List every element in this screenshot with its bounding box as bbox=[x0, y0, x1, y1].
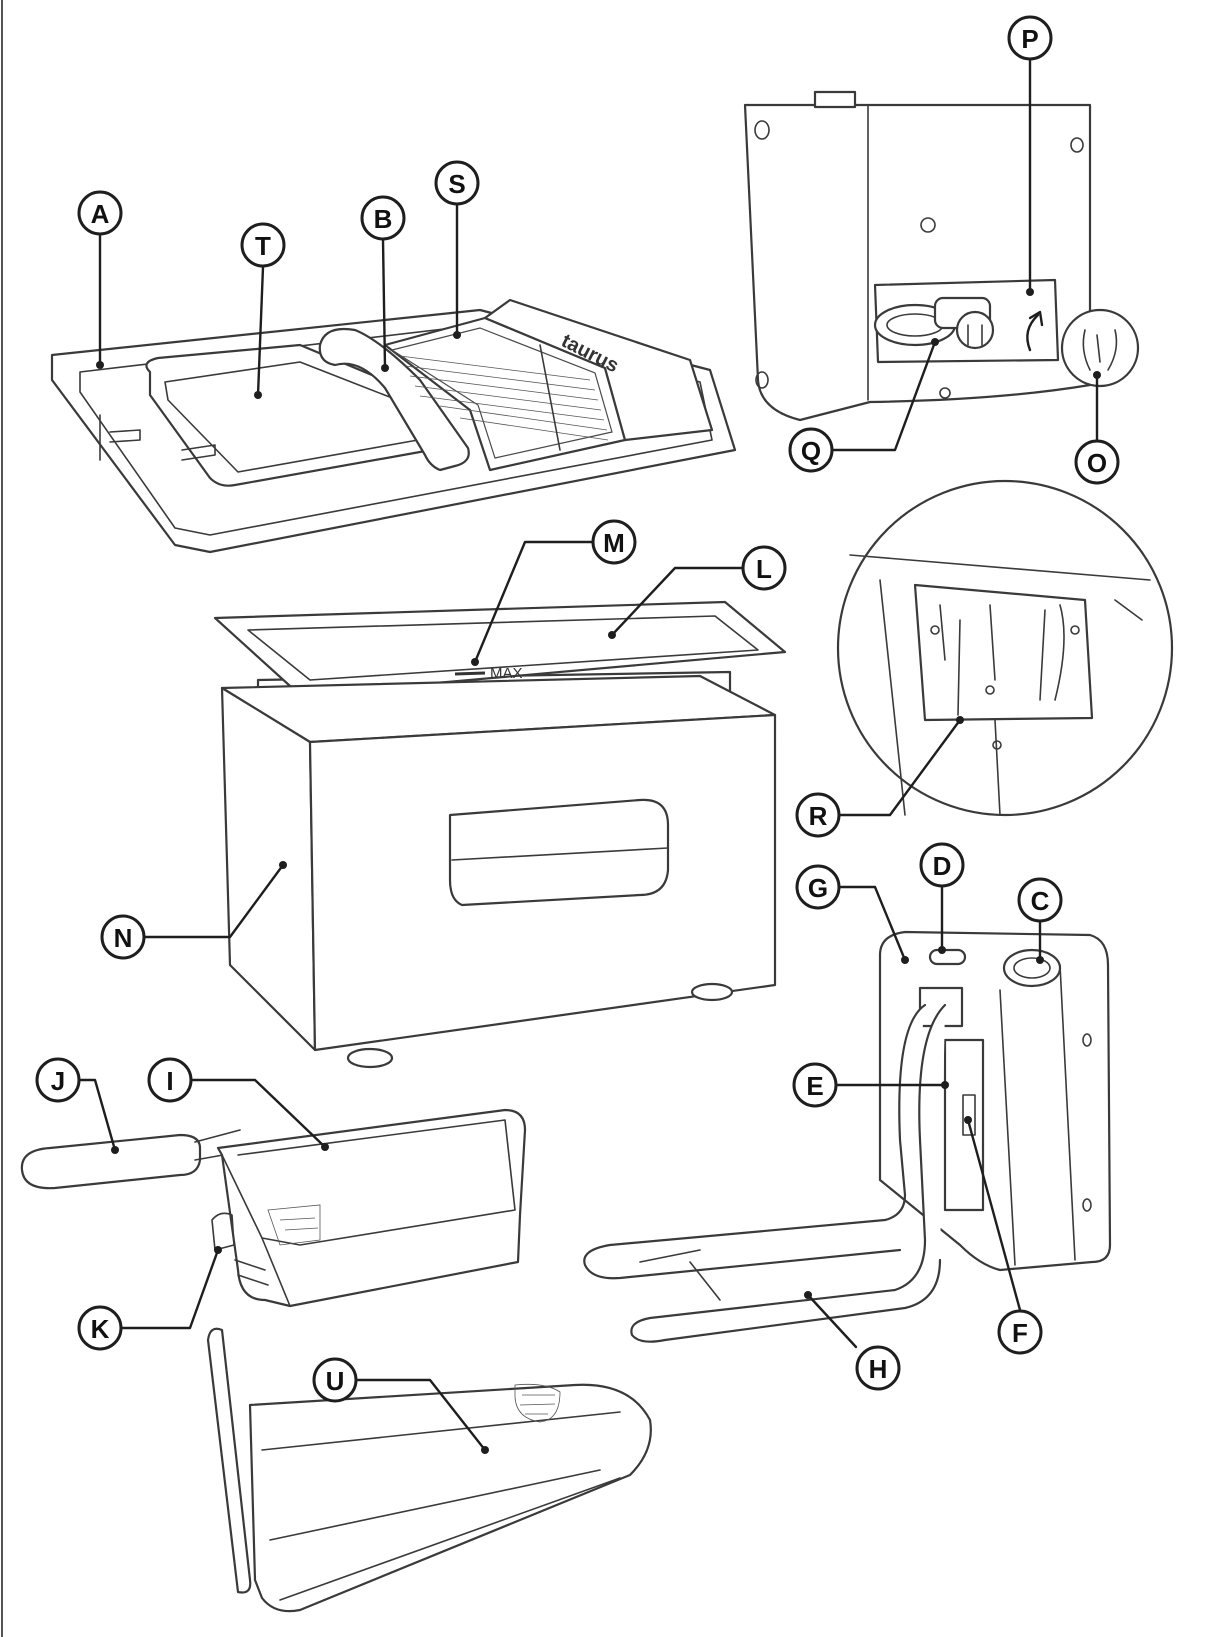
callout-k: K bbox=[77, 1305, 123, 1351]
svg-text:B: B bbox=[374, 204, 393, 234]
callout-n: N bbox=[100, 914, 146, 960]
callout-j: J bbox=[35, 1057, 81, 1103]
svg-text:M: M bbox=[603, 528, 625, 558]
svg-text:T: T bbox=[255, 231, 271, 261]
svg-text:A: A bbox=[91, 199, 110, 229]
callout-s: S bbox=[434, 160, 480, 206]
svg-text:F: F bbox=[1012, 1318, 1028, 1348]
callout-f: F bbox=[997, 1309, 1043, 1355]
svg-text:I: I bbox=[166, 1066, 173, 1096]
svg-text:L: L bbox=[756, 554, 772, 584]
max-mark-text: MAX bbox=[490, 665, 523, 682]
svg-text:U: U bbox=[326, 1366, 345, 1396]
callout-m: M bbox=[591, 519, 637, 565]
callout-t: T bbox=[240, 222, 286, 268]
callout-d: D bbox=[919, 842, 965, 888]
callout-g: G bbox=[795, 864, 841, 910]
svg-text:H: H bbox=[869, 1354, 888, 1384]
callout-i: I bbox=[147, 1057, 193, 1103]
svg-text:C: C bbox=[1031, 886, 1050, 916]
callout-c: C bbox=[1017, 877, 1063, 923]
leader-lines bbox=[78, 58, 1101, 1454]
callout-r: R bbox=[795, 792, 841, 838]
svg-text:O: O bbox=[1087, 448, 1107, 478]
callout-a: A bbox=[77, 190, 123, 236]
callout-q: Q bbox=[788, 427, 834, 473]
svg-text:G: G bbox=[808, 873, 828, 903]
svg-text:R: R bbox=[809, 801, 828, 831]
heating-element-illustration bbox=[583, 930, 1112, 1343]
svg-text:K: K bbox=[91, 1314, 110, 1344]
svg-text:D: D bbox=[933, 851, 952, 881]
callout-e: E bbox=[792, 1062, 838, 1108]
svg-text:S: S bbox=[448, 169, 465, 199]
callout-b: B bbox=[360, 195, 406, 241]
svg-text:E: E bbox=[806, 1071, 823, 1101]
svg-text:N: N bbox=[114, 923, 133, 953]
callout-p: P bbox=[1007, 15, 1053, 61]
callout-o: O bbox=[1074, 439, 1120, 485]
drainer-illustration bbox=[206, 1327, 652, 1613]
detail-r-illustration bbox=[836, 479, 1174, 817]
back-panel-illustration bbox=[743, 90, 1140, 422]
svg-text:Q: Q bbox=[801, 436, 821, 466]
basket-illustration bbox=[20, 1108, 527, 1308]
fryer-body-illustration: MAX bbox=[213, 600, 787, 1069]
svg-text:P: P bbox=[1021, 24, 1038, 54]
lid-illustration: taurus bbox=[50, 298, 737, 554]
callout-l: L bbox=[741, 545, 787, 591]
svg-text:J: J bbox=[51, 1066, 65, 1096]
callout-u: U bbox=[312, 1357, 358, 1403]
callout-h: H bbox=[855, 1345, 901, 1391]
